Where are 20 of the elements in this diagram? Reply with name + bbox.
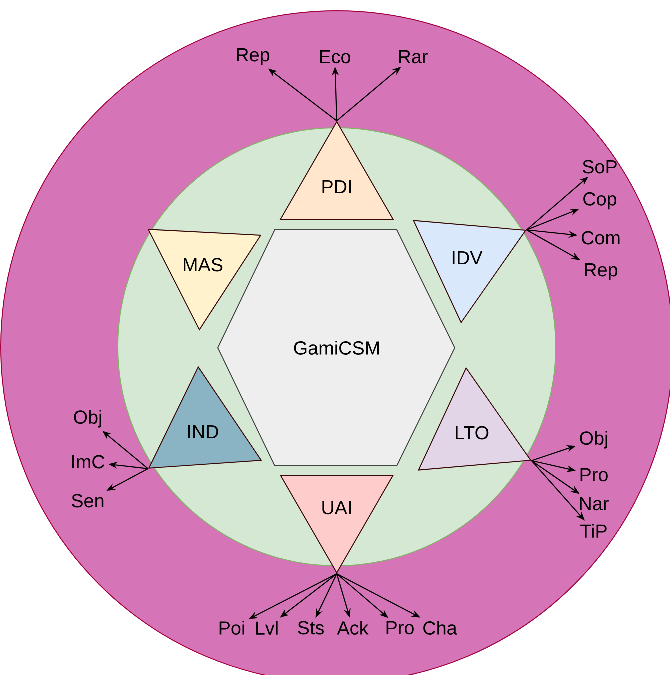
element-label: Eco <box>320 50 351 64</box>
element-label: Ack <box>337 621 369 635</box>
element-label: Pro <box>580 468 608 482</box>
element-label: Rar <box>399 50 428 64</box>
element-label: Cha <box>424 621 458 635</box>
element-label: Obj <box>580 431 608 449</box>
element-label: ImC <box>72 455 105 469</box>
element-label: Pro <box>386 621 414 635</box>
element-label: Lvl <box>256 621 278 635</box>
element-label: Poi <box>220 621 244 635</box>
element-label: Rep <box>237 48 270 66</box>
element-label: Sts <box>298 621 324 635</box>
element-label: TiP <box>580 524 607 538</box>
element-label: Rep <box>585 264 618 280</box>
element-label: Sen <box>72 494 104 508</box>
element-label: Com <box>582 231 620 245</box>
element-label: SoP <box>582 160 617 174</box>
element-label: Nar <box>580 497 609 511</box>
element-label: Cop <box>584 192 617 210</box>
element-label: Obj <box>74 410 102 428</box>
